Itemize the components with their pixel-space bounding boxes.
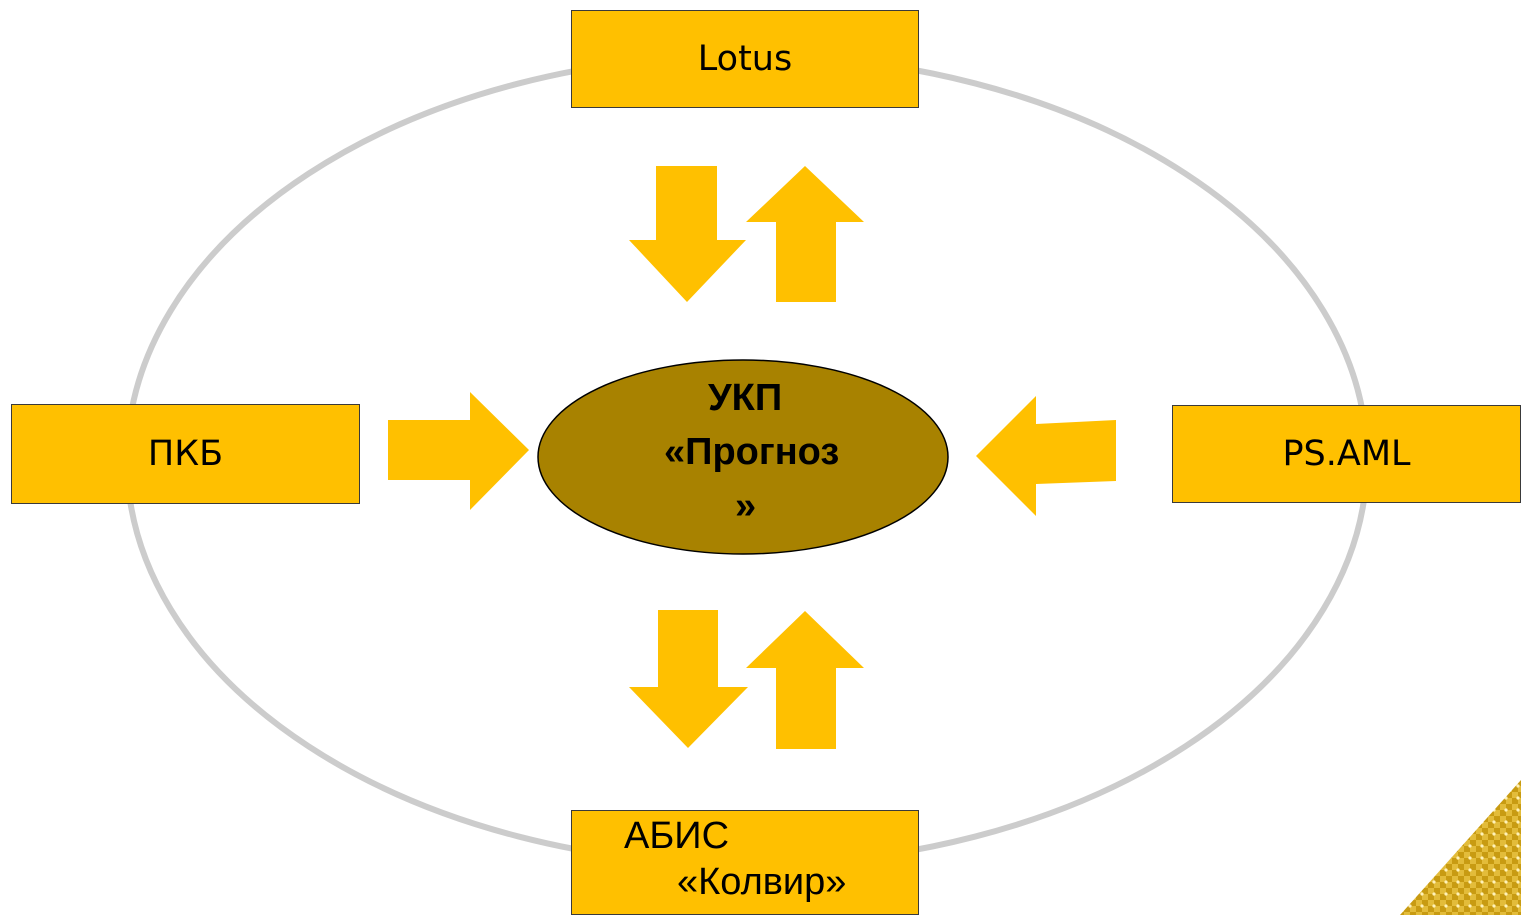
node-pkb: ПКБ [11,404,360,504]
arrow-up-to-lotus [746,166,864,302]
node-abis-label-line2: «Колвир» [677,861,847,903]
center-label-line3: » [735,485,757,527]
node-abis-kolvir: АБИС «Колвир» [571,810,919,915]
center-label-line1: УКП [708,377,783,419]
arrow-down-from-lotus [629,166,746,302]
arrow-down-to-kolvir [629,610,748,748]
node-psaml: PS.AML [1172,405,1521,503]
center-label-line2: «Прогноз [664,431,840,473]
node-pkb-label: ПКБ [147,434,224,474]
arrow-up-from-kolvir [746,611,864,749]
arrow-left-from-psaml [976,396,1116,516]
node-abis-label-line1: АБИС [624,815,730,857]
center-ellipse [537,359,949,555]
node-psaml-label: PS.AML [1282,434,1411,474]
node-lotus: Lotus [571,10,919,108]
node-lotus-label: Lotus [697,39,793,79]
gold-pattern-corner-icon [1400,780,1521,915]
arrow-right-from-pkb [388,392,529,510]
center-node-label: УКП «Прогноз » [538,360,948,554]
